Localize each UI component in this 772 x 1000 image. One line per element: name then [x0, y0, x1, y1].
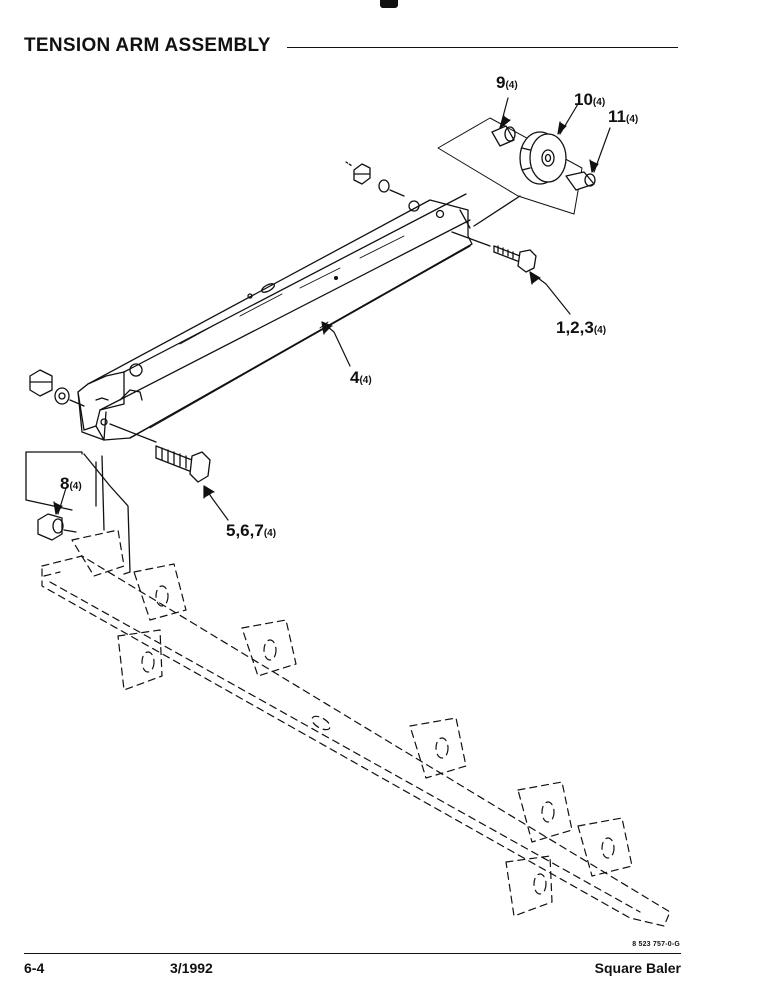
drawing-number: 8 523 757-0-G	[632, 941, 680, 948]
callout-10: 10(4)	[574, 90, 605, 109]
section-header: TENSION ARM ASSEMBLY	[24, 34, 678, 58]
svg-text:5,6,7(4): 5,6,7(4)	[226, 521, 276, 540]
top-nut-and-washer	[345, 161, 405, 197]
section-title: TENSION ARM ASSEMBLY	[24, 35, 271, 56]
callout-8: 8(4)	[60, 474, 82, 493]
bushing-8	[25, 451, 131, 575]
svg-text:10(4): 10(4)	[574, 90, 605, 109]
header-rule	[286, 46, 678, 48]
dashed-crossbar	[41, 529, 671, 927]
product-name: Square Baler	[594, 960, 681, 976]
pulley-subassembly	[437, 117, 596, 229]
callout-9: 9(4)	[496, 73, 518, 92]
left-nut-and-washer	[29, 369, 85, 407]
callout-11: 11(4)	[608, 107, 638, 126]
exploded-parts-diagram: 9(4) 10(4) 11(4) 1,2,3(4) 4(4) 8(4) 5,6,…	[25, 73, 671, 927]
svg-text:1,2,3(4): 1,2,3(4)	[556, 318, 606, 337]
tension-arm	[77, 193, 473, 441]
bolt-5-6-7	[109, 423, 211, 483]
header-fragment	[380, 0, 398, 8]
callout-1-2-3: 1,2,3(4)	[556, 318, 606, 337]
leader-lines	[53, 97, 611, 521]
callout-4: 4(4)	[350, 368, 372, 387]
svg-text:8(4): 8(4)	[60, 474, 82, 493]
svg-text:9(4): 9(4)	[496, 73, 518, 92]
page-number: 6-4	[24, 960, 45, 976]
publication-date: 3/1992	[170, 960, 213, 976]
footer-rule	[24, 953, 681, 954]
svg-text:11(4): 11(4)	[608, 107, 638, 126]
page-footer: 6-4 3/1992 Square Baler	[24, 960, 681, 980]
callout-5-6-7: 5,6,7(4)	[226, 521, 276, 540]
bolt-1-2-3	[451, 231, 537, 273]
svg-text:4(4): 4(4)	[350, 368, 372, 387]
